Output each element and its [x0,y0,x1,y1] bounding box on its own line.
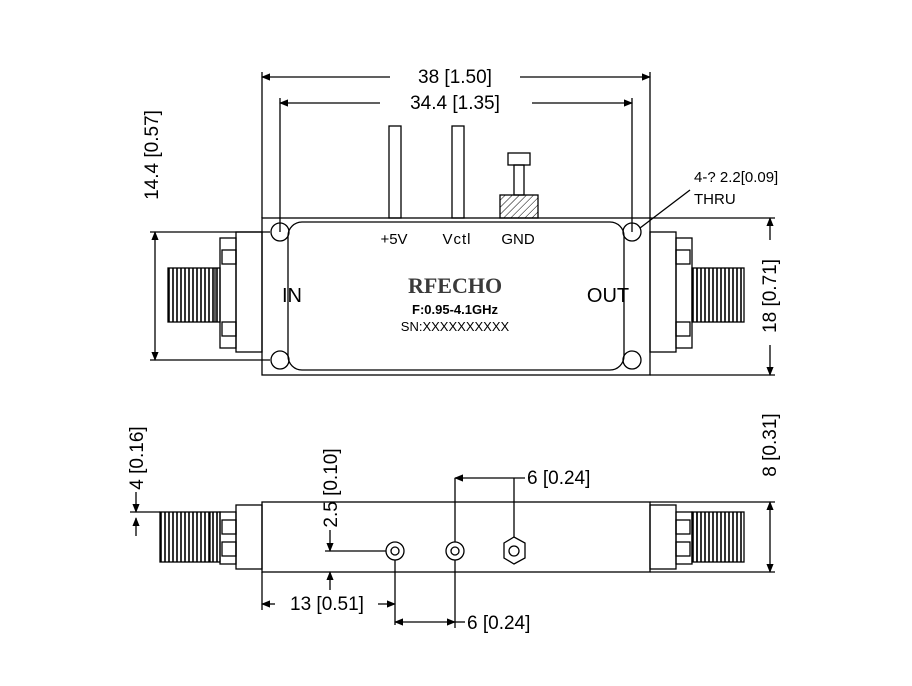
hole-note-thru: THRU [694,191,736,208]
port-in-label: IN [282,285,302,307]
dim-body-height: 8 [0.31] [760,413,781,476]
pin-label-ground: GND [501,231,535,248]
top-view [150,72,775,376]
dim-hole-height: 14.4 [0.57] [142,110,163,200]
dim-pin-offset-left: 13 [0.51] [290,594,364,615]
brand-label: RFECHO [408,273,502,298]
dim-overall-width: 38 [1.50] [418,67,492,88]
dim-pin-spacing-top: 6 [0.24] [527,468,590,489]
serial-label: SN:XXXXXXXXXX [401,319,510,334]
hole-note: 4-? 2.2[0.09] [694,169,778,186]
side-view [130,474,775,628]
frequency-label: F:0.95-4.1GHz [412,302,498,317]
dim-pin-height: 2.5 [0.10] [321,448,342,527]
port-out-label: OUT [587,285,629,307]
dim-hole-width: 34.4 [1.35] [410,93,500,114]
pin-label-control: Vctl [442,231,471,248]
dim-pin-spacing-bottom: 6 [0.24] [467,613,530,634]
dim-overall-height: 18 [0.71] [760,259,781,333]
pin-label-power: +5V [380,231,407,248]
dim-connector-offset: 4 [0.16] [127,426,148,489]
